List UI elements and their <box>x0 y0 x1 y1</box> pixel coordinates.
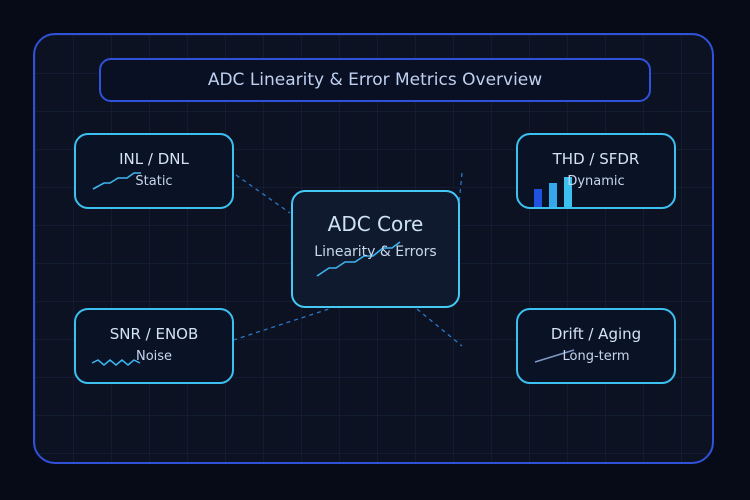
spectrum-bars-icon <box>534 177 572 207</box>
node-drift-aging-subtitle: Long-term <box>562 349 630 364</box>
node-thd-sfdr[interactable]: THD / SFDR Dynamic <box>516 133 676 209</box>
spectrum-bar <box>549 183 557 207</box>
core-step-curve-icon <box>316 241 401 277</box>
node-thd-sfdr-subtitle: Dynamic <box>567 174 625 189</box>
node-snr-enob-title: SNR / ENOB <box>109 325 199 343</box>
connector-drift-core <box>416 308 463 347</box>
node-thd-sfdr-title: THD / SFDR <box>552 150 640 168</box>
node-inl-dnl[interactable]: INL / DNL Static <box>74 133 234 209</box>
node-adc-core-subtitle: Linearity & Errors <box>314 244 437 260</box>
diagram-title: ADC Linearity & Error Metrics Overview <box>207 70 543 90</box>
node-adc-core[interactable]: ADC Core Linearity & Errors <box>291 190 460 308</box>
connector-snr-core <box>217 307 333 346</box>
noise-wave-icon <box>91 359 141 366</box>
drift-trend-icon <box>534 349 575 363</box>
spectrum-bar <box>564 177 572 207</box>
node-snr-enob-subtitle: Noise <box>135 349 173 364</box>
node-drift-aging-title: Drift / Aging <box>550 325 642 343</box>
node-drift-aging[interactable]: Drift / Aging Long-term <box>516 308 676 384</box>
node-inl-dnl-title: INL / DNL <box>119 150 189 168</box>
node-adc-core-title: ADC Core <box>327 212 424 236</box>
node-inl-dnl-subtitle: Static <box>135 174 173 189</box>
connector-inl-core <box>235 174 291 214</box>
spectrum-bar <box>534 189 542 207</box>
inl-step-curve-icon <box>92 172 141 190</box>
node-snr-enob[interactable]: SNR / ENOB Noise <box>74 308 234 384</box>
diagram-title-box: ADC Linearity & Error Metrics Overview <box>99 58 651 102</box>
